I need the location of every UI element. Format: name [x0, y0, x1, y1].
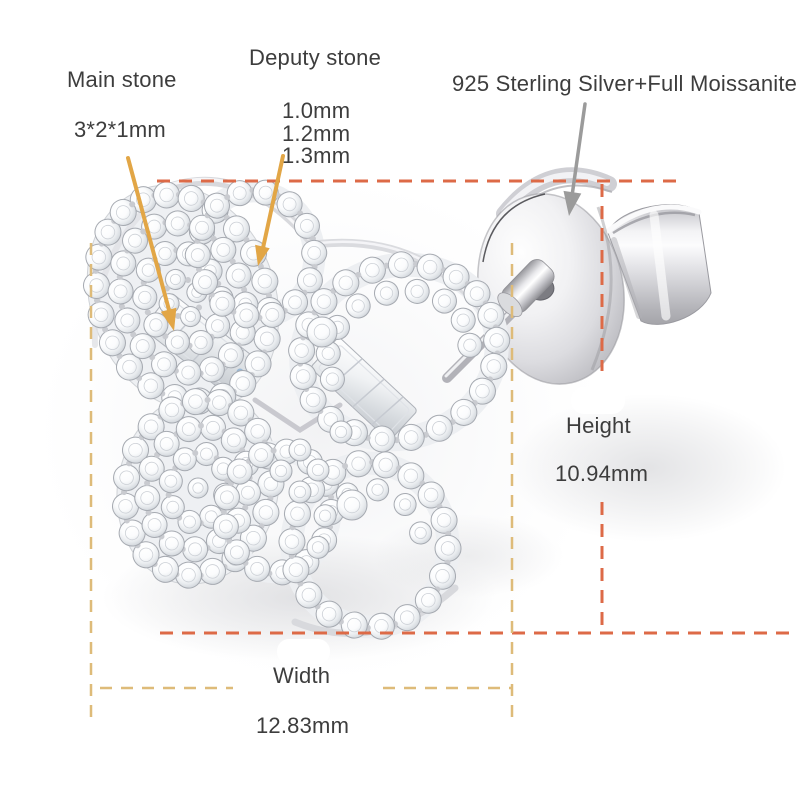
pave-stones — [83, 179, 511, 640]
clutch-cup — [605, 204, 712, 325]
width-label: Width — [273, 663, 331, 688]
deputy-stone-arrow — [255, 154, 285, 266]
label-backdrop-pills — [277, 387, 625, 664]
deputy-size-2: 1.2mm — [282, 120, 351, 146]
main-stone-size: 3*2*1mm — [74, 117, 166, 142]
height-label-pill — [571, 387, 625, 414]
material-label: 925 Sterling Silver+Full Moissanite — [452, 71, 798, 96]
deputy-stone-label: Deputy stone — [249, 45, 382, 70]
earring-back — [477, 167, 712, 385]
width-label-pill — [277, 639, 330, 664]
deputy-stone-sizes: 1.0mm 1.2mm 1.3mm — [282, 98, 351, 168]
butterfly-earring — [83, 176, 511, 640]
material-arrow — [563, 102, 587, 216]
height-value: 10.94mm — [555, 461, 649, 486]
deputy-size-3: 1.3mm — [282, 143, 351, 168]
width-dimension-lines — [89, 243, 514, 717]
main-stone-arrow — [126, 156, 177, 331]
deputy-size-1: 1.0mm — [282, 98, 351, 123]
width-value: 12.83mm — [256, 713, 350, 738]
height-dimension-lines — [157, 179, 792, 635]
main-stone-label: Main stone — [67, 67, 177, 92]
height-label: Height — [566, 413, 631, 438]
post-tube — [497, 259, 555, 318]
